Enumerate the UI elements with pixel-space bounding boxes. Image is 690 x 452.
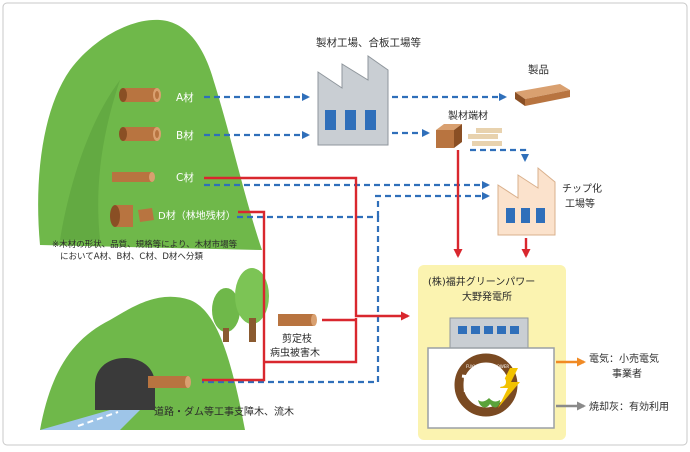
factory-title: 製材工場、合板工場等 bbox=[316, 36, 421, 49]
log-d-icon bbox=[110, 205, 154, 227]
wood-c-label: C材 bbox=[176, 171, 194, 184]
red-flow-arrows bbox=[202, 150, 531, 382]
fgp-logo-text: FGP bbox=[462, 373, 507, 397]
chip-factory-label-2: 工場等 bbox=[565, 197, 595, 210]
wood-a-label: A材 bbox=[176, 91, 194, 104]
product-icon bbox=[515, 84, 570, 106]
product-label: 製品 bbox=[528, 63, 549, 76]
electricity-label-1: 電気：小売電気 bbox=[589, 352, 659, 365]
road-line bbox=[77, 411, 119, 427]
ash-label: 焼却灰：有効利用 bbox=[589, 400, 669, 413]
note-line-1: ※木材の形状、品質、規格等により、木材市場等 bbox=[52, 239, 238, 250]
chip-factory-label-1: チップ化 bbox=[562, 182, 602, 195]
pruning-label-1: 剪定枝 bbox=[282, 332, 312, 345]
offcuts-icon bbox=[436, 124, 502, 148]
log-c-icon bbox=[112, 172, 155, 182]
driftwood-log-icon bbox=[148, 376, 191, 388]
pruning-label-2: 病虫被害木 bbox=[270, 346, 320, 359]
road bbox=[40, 410, 140, 430]
plant-name-1: (株)福井グリーンパワー bbox=[428, 275, 535, 288]
electricity-label-2: 事業者 bbox=[612, 367, 642, 380]
mountain-shade bbox=[60, 80, 120, 240]
tunnel-opening bbox=[95, 358, 155, 410]
plant-name-2: 大野発電所 bbox=[462, 290, 512, 303]
road-wood-label: 道路・ダム等工事支障木、流木 bbox=[154, 405, 294, 418]
offcuts-label: 製材端材 bbox=[448, 109, 488, 122]
sawmill-factory-icon bbox=[317, 55, 389, 146]
chip-factory-icon bbox=[497, 166, 556, 236]
fgp-logo-small-text: FUKUI GREEN POWER bbox=[466, 364, 509, 369]
tree-icon bbox=[212, 268, 269, 342]
blue-flow-arrows bbox=[202, 93, 529, 384]
pruning-log-icon bbox=[278, 314, 317, 326]
note-line-2: においてA材、B材、C材、D材へ分類 bbox=[60, 251, 203, 262]
wood-d-label: D材（林地残材） bbox=[158, 209, 236, 222]
wood-b-label: B材 bbox=[176, 129, 194, 142]
fgp-logo bbox=[454, 353, 520, 417]
log-a-icon bbox=[119, 88, 161, 102]
log-b-icon bbox=[119, 127, 161, 141]
